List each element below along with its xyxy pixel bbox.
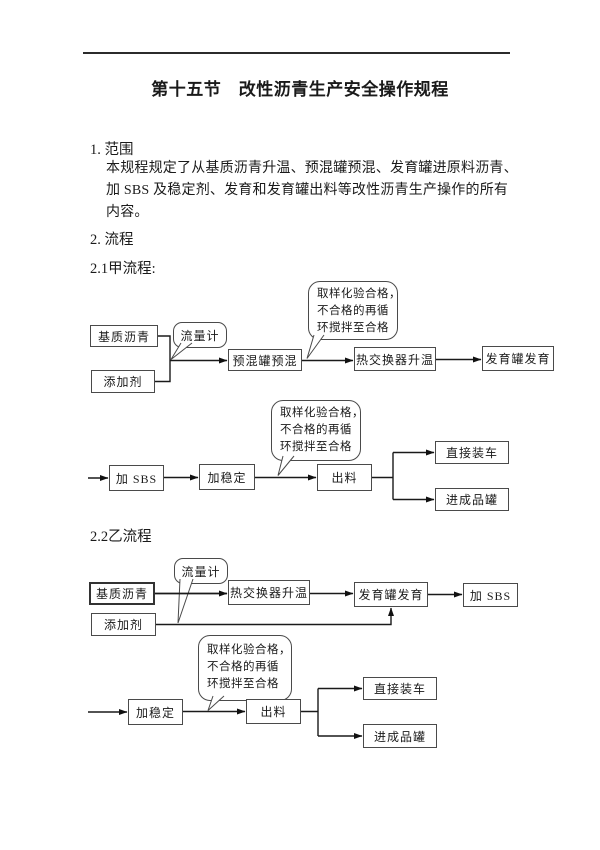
flow-b-node-heat-exchanger: 热交换器升温: [228, 580, 310, 605]
callout-label: 流量计: [181, 564, 221, 579]
flow-a-node-direct-loading: 直接装车: [435, 441, 509, 464]
callout-line: 取样化验合格，: [207, 644, 291, 656]
flow-b-node-add-sbs: 加 SBS: [463, 583, 518, 607]
scope-heading: 1. 范围: [90, 142, 134, 158]
flow-a-callout-sampling-1: 取样化验合格， 不合格的再循 环搅拌至合格: [308, 281, 401, 340]
flow-a-callout-sampling-2: 取样化验合格， 不合格的再循 环搅拌至合格: [271, 400, 364, 461]
flow-b-node-product-tank: 进成品罐: [363, 724, 437, 748]
node-label: 进成品罐: [373, 729, 426, 744]
callout-line: 取样化验合格，: [317, 288, 401, 300]
node-label: 加 SBS: [469, 588, 512, 603]
flow-b-node-add-stabilizer: 加稳定: [128, 699, 183, 725]
flow-b-flow-meter-tail: [177, 578, 194, 624]
flow-a-callout-flow-meter: 流量计: [173, 322, 227, 348]
node-label: 发育罐发育: [358, 588, 424, 602]
node-label: 预混罐预混: [232, 353, 298, 368]
node-label: 加稳定: [207, 470, 247, 485]
callout-line: 环搅拌至合格: [207, 678, 279, 690]
node-label: 热交换器升温: [355, 352, 434, 367]
flow-a-node-add-sbs: 加 SBS: [109, 465, 164, 491]
node-label: 加稳定: [135, 705, 175, 720]
node-label: 添加剂: [103, 618, 143, 632]
scope-paragraph: 本规程规定了从基质沥青升温、预混罐预混、发育罐进原料沥青、 加 SBS 及稳定剂…: [106, 158, 546, 224]
flow-a-node-develop-tank: 发育罐发育: [482, 346, 554, 371]
header-rule: [83, 52, 510, 54]
page-title: 第十五节 改性沥青生产安全操作规程: [151, 80, 449, 99]
callout-line: 不合格的再循: [317, 305, 389, 317]
flow-a-node-premix-tank: 预混罐预混: [228, 349, 302, 371]
node-label: 加 SBS: [115, 471, 158, 486]
flow-b-heading: 2.2乙流程: [90, 529, 152, 545]
callout-line: 环搅拌至合格: [317, 322, 389, 334]
scope-line: 本规程规定了从基质沥青升温、预混罐预混、发育罐进原料沥青、: [106, 161, 518, 176]
flow-a-node-base-asphalt: 基质沥青: [90, 325, 158, 347]
node-label: 直接装车: [445, 446, 498, 460]
callout-line: 取样化验合格，: [280, 407, 364, 419]
flow-b-node-direct-loading: 直接装车: [363, 677, 437, 700]
node-label: 出料: [331, 471, 358, 485]
callout-line: 不合格的再循: [280, 424, 352, 436]
node-label: 基质沥青: [95, 587, 148, 601]
connector-b-additive-to-develop: [156, 607, 394, 626]
flow-a-node-discharge: 出料: [317, 464, 372, 491]
process-heading: 2. 流程: [90, 232, 134, 248]
flow-a-node-add-stabilizer: 加稳定: [199, 464, 255, 490]
scope-line: 内容。: [106, 205, 149, 220]
flow-b-node-develop-tank: 发育罐发育: [354, 582, 428, 607]
flow-a-node-additive: 添加剂: [91, 370, 155, 393]
node-label: 热交换器升温: [229, 586, 308, 600]
callout-line: 不合格的再循: [207, 661, 279, 673]
flow-a-node-product-tank: 进成品罐: [435, 488, 509, 511]
node-label: 进成品罐: [445, 493, 498, 507]
flow-b-callout-flow-meter: 流量计: [174, 558, 228, 584]
flow-b-node-additive: 添加剂: [91, 613, 156, 636]
scope-line: 加 SBS 及稳定剂、发育和发育罐出料等改性沥青生产操作的所有: [106, 183, 509, 198]
node-label: 出料: [260, 705, 287, 719]
node-label: 直接装车: [373, 682, 426, 696]
flow-b-node-discharge: 出料: [246, 699, 301, 724]
node-label: 发育罐发育: [485, 352, 551, 366]
node-label: 添加剂: [103, 375, 143, 389]
flow-a-heading: 2.1甲流程:: [90, 261, 156, 277]
flow-b-callout-sampling: 取样化验合格， 不合格的再循 环搅拌至合格: [198, 635, 292, 701]
callout-label: 流量计: [180, 328, 220, 343]
node-label: 基质沥青: [97, 329, 150, 344]
flow-b-node-base-asphalt: 基质沥青: [89, 582, 155, 605]
flow-a-node-heat-exchanger: 热交换器升温: [354, 347, 436, 371]
callout-line: 环搅拌至合格: [280, 441, 352, 453]
